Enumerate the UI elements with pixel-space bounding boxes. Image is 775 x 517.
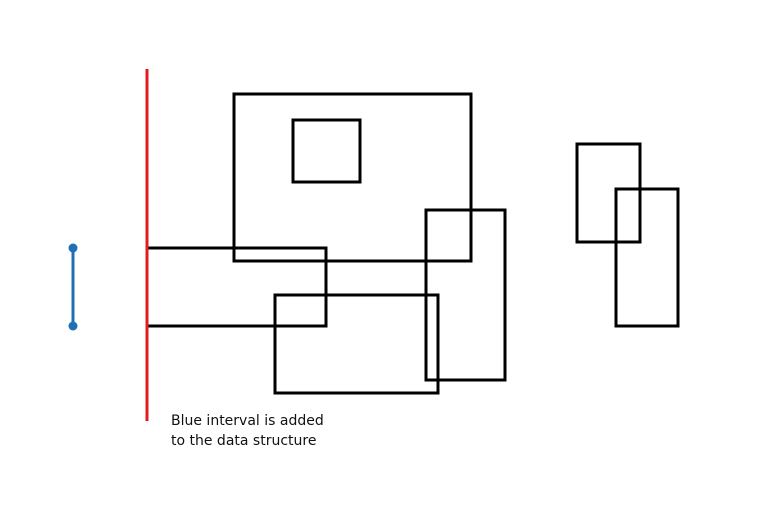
interval-endpoint-top — [68, 243, 78, 253]
rectangle-large-top — [232, 92, 473, 263]
rectangle-tall-middle — [424, 208, 507, 382]
caption: Blue interval is added to the data struc… — [171, 411, 324, 451]
caption-line-1: Blue interval is added — [171, 413, 324, 429]
rectangle-bottom-middle — [273, 293, 440, 395]
rectangle-right-upper — [575, 142, 642, 244]
rectangle-right-lower — [614, 187, 680, 328]
caption-line-2: to the data structure — [171, 433, 317, 449]
interval-endpoint-bottom — [68, 321, 78, 331]
rectangle-small-inner — [291, 118, 362, 184]
